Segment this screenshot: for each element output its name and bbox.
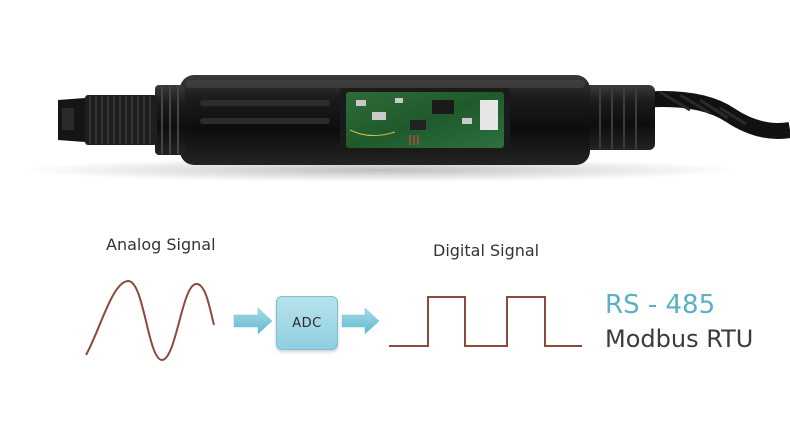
arrow-to-adc — [233, 307, 273, 335]
rear-connector — [585, 85, 655, 150]
adc-converter-box: ADC — [276, 296, 338, 350]
protocol-detail: Modbus RTU — [605, 325, 754, 353]
sensor-probe-image — [20, 75, 790, 182]
analog-sine-wave — [85, 279, 215, 362]
digital-signal-label: Digital Signal — [433, 241, 540, 260]
digital-square-wave — [389, 296, 582, 347]
arrow-to-digital — [341, 307, 380, 335]
sensor-cap — [85, 95, 157, 145]
analog-signal-label: Analog Signal — [106, 235, 216, 254]
protocol-title: RS - 485 — [605, 290, 716, 320]
adc-label: ADC — [292, 315, 322, 331]
